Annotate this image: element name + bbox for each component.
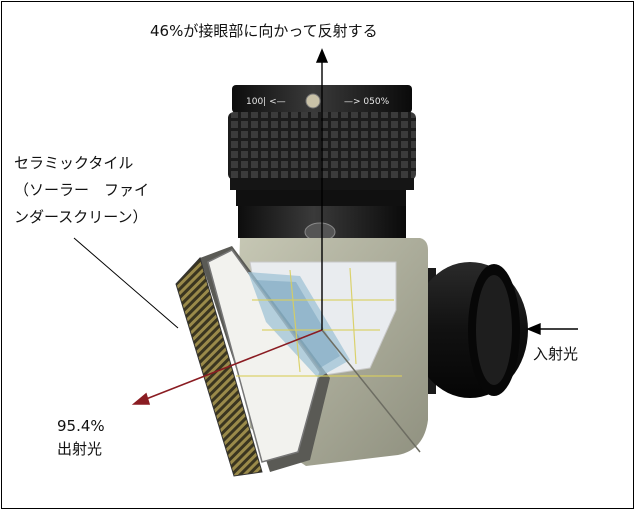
ceramic-tile-label-line2: （ソーラー ファイ <box>14 181 150 199</box>
incident-ray-arrowhead <box>526 322 541 336</box>
reflected-to-eyepiece-label: 46%が接眼部に向かって反射する <box>150 22 378 40</box>
exit-light-text: 出射光 <box>57 440 103 458</box>
eyepiece-scale-right: —> 050% <box>344 97 390 107</box>
incident-light-label: 入射光 <box>533 345 579 363</box>
tile-leader-line <box>73 237 179 329</box>
ceramic-tile-label-line3: ンダースクリーン） <box>14 208 148 226</box>
eyepiece-scale-left: 100| <— <box>246 97 286 107</box>
ceramic-tile-label: セラミックタイル （ソーラー ファイ ンダースクリーン） <box>14 152 149 233</box>
exit-light-label: 95.4% 出射光 <box>57 415 105 461</box>
light-rays <box>131 329 323 405</box>
reflected-ray-arrowhead <box>315 48 329 63</box>
ceramic-tile-label-line1: セラミックタイル <box>14 154 134 172</box>
wedge-body <box>175 238 428 477</box>
exit-percent-label: 95.4% <box>57 417 105 435</box>
